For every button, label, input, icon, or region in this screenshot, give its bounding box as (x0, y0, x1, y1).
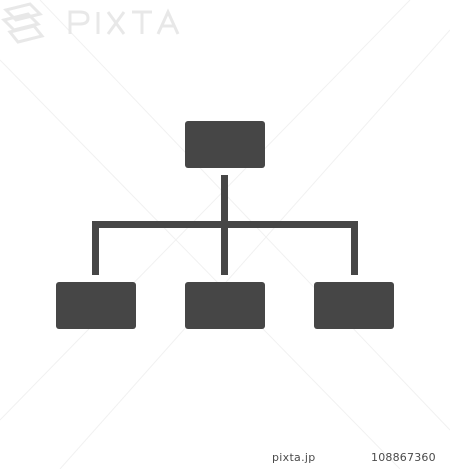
middle-connector-line (221, 221, 228, 275)
top-connector-line (221, 175, 228, 224)
top-node-box (185, 121, 265, 168)
bottom-left-node-box (56, 282, 136, 329)
bottom-right-node-box (314, 282, 394, 329)
footer-image-id: 108867360 (371, 451, 436, 464)
right-connector-line (351, 221, 358, 275)
footer-brand-text: pixta.jp (272, 451, 316, 464)
pixta-watermark-logo (1, 2, 180, 44)
bottom-middle-node-box (185, 282, 265, 329)
left-connector-line (92, 221, 99, 275)
